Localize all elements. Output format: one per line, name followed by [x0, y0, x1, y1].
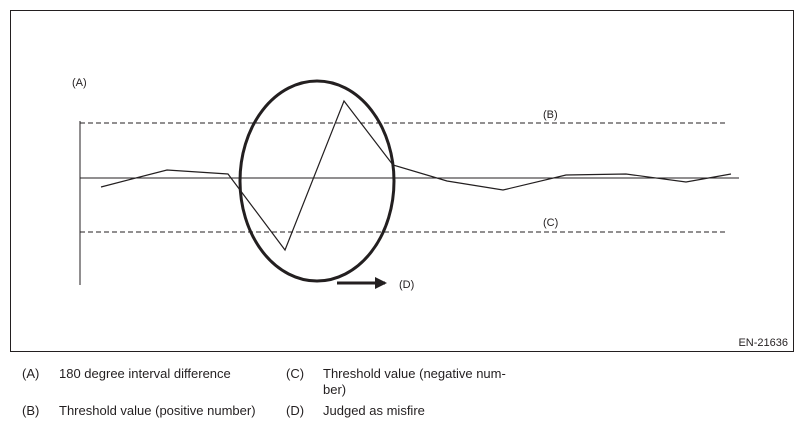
label-d: (D)	[399, 279, 414, 291]
legend-key: (C)	[286, 366, 305, 381]
legend-text: 180 degree interval difference	[59, 366, 231, 381]
misfire-highlight-ellipse	[238, 79, 396, 283]
label-b: (B)	[543, 109, 558, 121]
legend-text: Threshold value (negative num- ber)	[323, 366, 506, 397]
diagram-figure: (A) (B) (C) (D) EN-21636	[10, 10, 794, 352]
label-c: (C)	[543, 217, 558, 229]
legend-key: (D)	[286, 403, 305, 418]
figure-id: EN-21636	[738, 337, 788, 349]
interval-difference-waveform	[100, 99, 732, 252]
legend-key: (B)	[22, 403, 40, 418]
label-a: (A)	[72, 77, 87, 89]
legend-text: Judged as misfire	[323, 403, 425, 418]
figure-frame	[10, 10, 794, 352]
legend-text: Threshold value (positive number)	[59, 403, 256, 418]
legend-key: (A)	[22, 366, 40, 381]
legend: (A) 180 degree interval difference (B) T…	[0, 360, 804, 428]
